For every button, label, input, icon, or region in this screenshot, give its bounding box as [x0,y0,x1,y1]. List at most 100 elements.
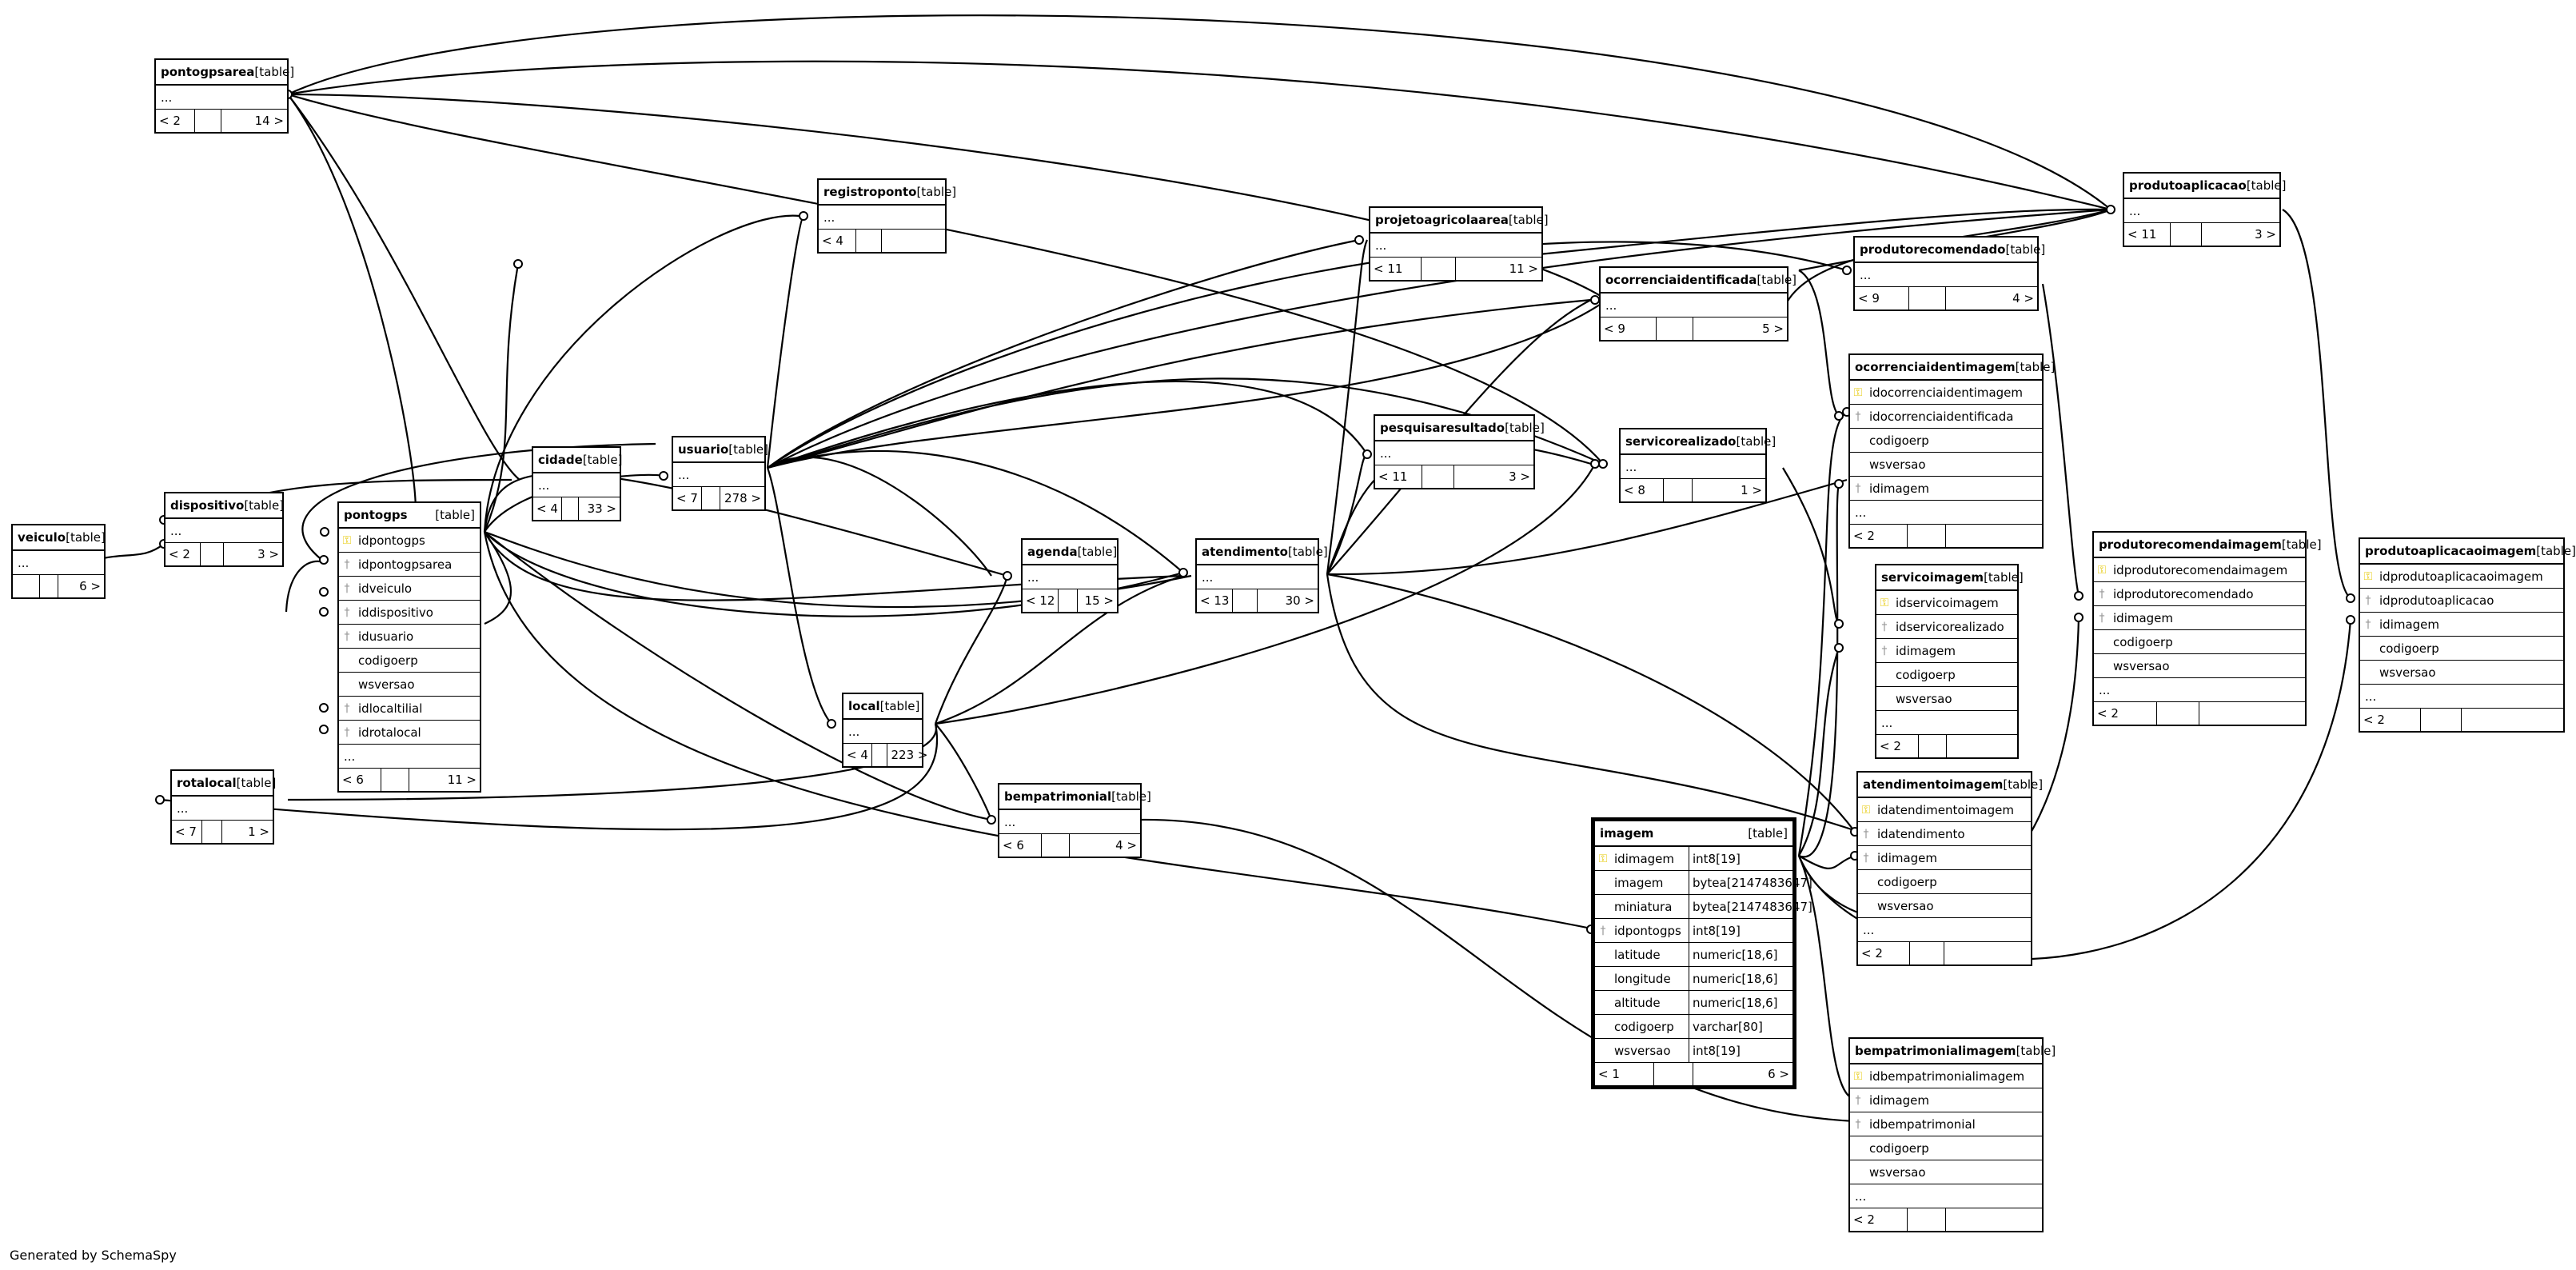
parents-count-link[interactable]: < 7 [172,821,202,843]
column-row[interactable]: codigoerp [1850,429,2042,453]
more-columns-row[interactable]: ... [172,797,273,821]
children-count-link[interactable]: 5 > [1762,321,1784,336]
table-veiculo[interactable]: veiculo[table]...6 > [11,524,106,599]
column-row[interactable]: †idusuario [339,625,480,649]
more-columns-row[interactable]: ... [1850,1184,2042,1208]
parents-count-link[interactable]: < 4 [819,230,857,252]
more-columns-row[interactable]: ... [533,473,620,497]
more-columns-row[interactable]: ... [1850,501,2042,525]
parents-count-link[interactable]: < 6 [999,834,1042,857]
parents-count-link[interactable]: < 2 [2360,709,2422,731]
children-count-link[interactable]: 4 > [1115,838,1137,853]
column-row[interactable]: wsversao [2094,654,2305,678]
more-columns-row[interactable]: ... [819,206,945,230]
table-name[interactable]: usuario [678,442,729,457]
more-columns-row[interactable]: ... [673,463,764,487]
children-count-link[interactable]: 223 > [891,748,928,762]
parents-count-link[interactable]: < 13 [1197,589,1234,612]
more-columns-row[interactable]: ... [1621,455,1765,479]
children-count-link[interactable] [1946,1208,2042,1231]
table-registroponto[interactable]: registroponto[table]...< 4 [817,178,956,254]
parents-count-link[interactable]: < 7 [673,487,702,509]
children-count-link[interactable]: 11 > [447,773,477,787]
children-count-link[interactable] [1944,942,2031,964]
table-name[interactable]: pontogpsarea [161,65,255,79]
column-row[interactable]: codigoerp [1876,663,2017,687]
table-name[interactable]: bempatrimonial [1004,789,1112,804]
children-count-link[interactable]: 14 > [254,114,284,128]
children-count-link[interactable] [1946,525,2042,547]
more-columns-row[interactable]: ... [1601,294,1787,318]
column-row[interactable]: †idimagem [1850,1088,2042,1112]
column-row[interactable]: †idimagem [1850,477,2042,501]
more-columns-row[interactable]: ... [165,519,282,543]
column-row[interactable]: codigoerp [339,649,480,673]
column-row[interactable]: †iddispositivo [339,601,480,625]
parents-count-link[interactable]: < 2 [2094,702,2158,725]
column-row[interactable]: ⚿idservicoimagem [1876,591,2017,615]
column-row[interactable]: wsversao [1858,894,2031,918]
column-row[interactable]: ⚿idpontogps [339,529,480,553]
column-row[interactable]: ⚿idocorrenciaidentimagem [1850,381,2042,405]
parents-count-link[interactable]: < 11 [1370,258,1422,280]
parents-count-link[interactable]: < 6 [339,769,381,791]
column-row[interactable]: ⚿idbempatrimonialimagem [1850,1064,2042,1088]
children-count-link[interactable]: 3 > [1509,469,1530,484]
column-row[interactable]: ⚿idatendimentoimagem [1858,798,2031,822]
table-name[interactable]: produtoaplicacao [2129,178,2247,193]
children-count-link[interactable]: 1 > [1741,483,1762,497]
parents-count-link[interactable]: < 2 [156,110,196,132]
parents-count-link[interactable]: < 2 [1850,1208,1908,1231]
table-pontogps[interactable]: pontogps[table]⚿idpontogps†idpontogpsare… [337,501,481,793]
children-count-link[interactable]: 278 > [724,491,761,505]
table-bempatrimonialimagem[interactable]: bempatrimonialimagem[table]⚿idbempatrimo… [1848,1037,2056,1232]
more-columns-row[interactable]: ... [999,810,1140,834]
table-name[interactable]: veiculo [18,530,66,545]
column-row[interactable]: codigoerp [1858,870,2031,894]
table-name[interactable]: produtorecomendaimagem [2099,537,2282,552]
more-columns-row[interactable]: ... [1858,918,2031,942]
column-row[interactable]: †idocorrenciaidentificada [1850,405,2042,429]
more-columns-row[interactable]: ... [2360,685,2563,709]
more-columns-row[interactable]: ... [2124,199,2279,223]
children-count-link[interactable]: 30 > [1285,593,1314,608]
parents-count-link[interactable]: < 8 [1621,479,1665,501]
column-row[interactable]: †idatendimento [1858,822,2031,846]
more-columns-row[interactable]: ... [156,86,287,110]
table-servicoimagem[interactable]: servicoimagem[table]⚿idservicoimagem†ids… [1875,564,2024,759]
parents-count-link[interactable]: < 2 [1876,735,1919,757]
children-count-link[interactable]: 11 > [1509,262,1538,276]
parents-count-link[interactable]: < 4 [843,744,872,766]
more-columns-row[interactable]: ... [2094,678,2305,702]
parents-count-link[interactable]: < 4 [533,497,562,520]
column-row[interactable]: †idlocaltilial [339,697,480,721]
column-row[interactable]: wsversao [2360,661,2563,685]
children-count-link[interactable]: 1 > [248,825,269,839]
column-row[interactable]: †idimagem [1858,846,2031,870]
more-columns-row[interactable]: ... [1197,565,1318,589]
children-count-link[interactable] [2199,702,2305,725]
parents-count-link[interactable]: < 11 [1375,465,1423,488]
parents-count-link[interactable]: < 9 [1855,287,1910,310]
table-produtorecomendaimagem[interactable]: produtorecomendaimagem[table]⚿idprodutor… [2092,531,2322,726]
parents-count-link[interactable]: < 12 [1023,589,1059,612]
table-ocorrenciaidentimagem[interactable]: ocorrenciaidentimagem[table]⚿idocorrenci… [1848,353,2055,549]
column-row[interactable]: wsversao [339,673,480,697]
children-count-link[interactable]: 3 > [2255,227,2276,242]
column-row[interactable]: wsversao [1850,453,2042,477]
table-atendimentoimagem[interactable]: atendimentoimagem[table]⚿idatendimentoim… [1856,771,2043,966]
